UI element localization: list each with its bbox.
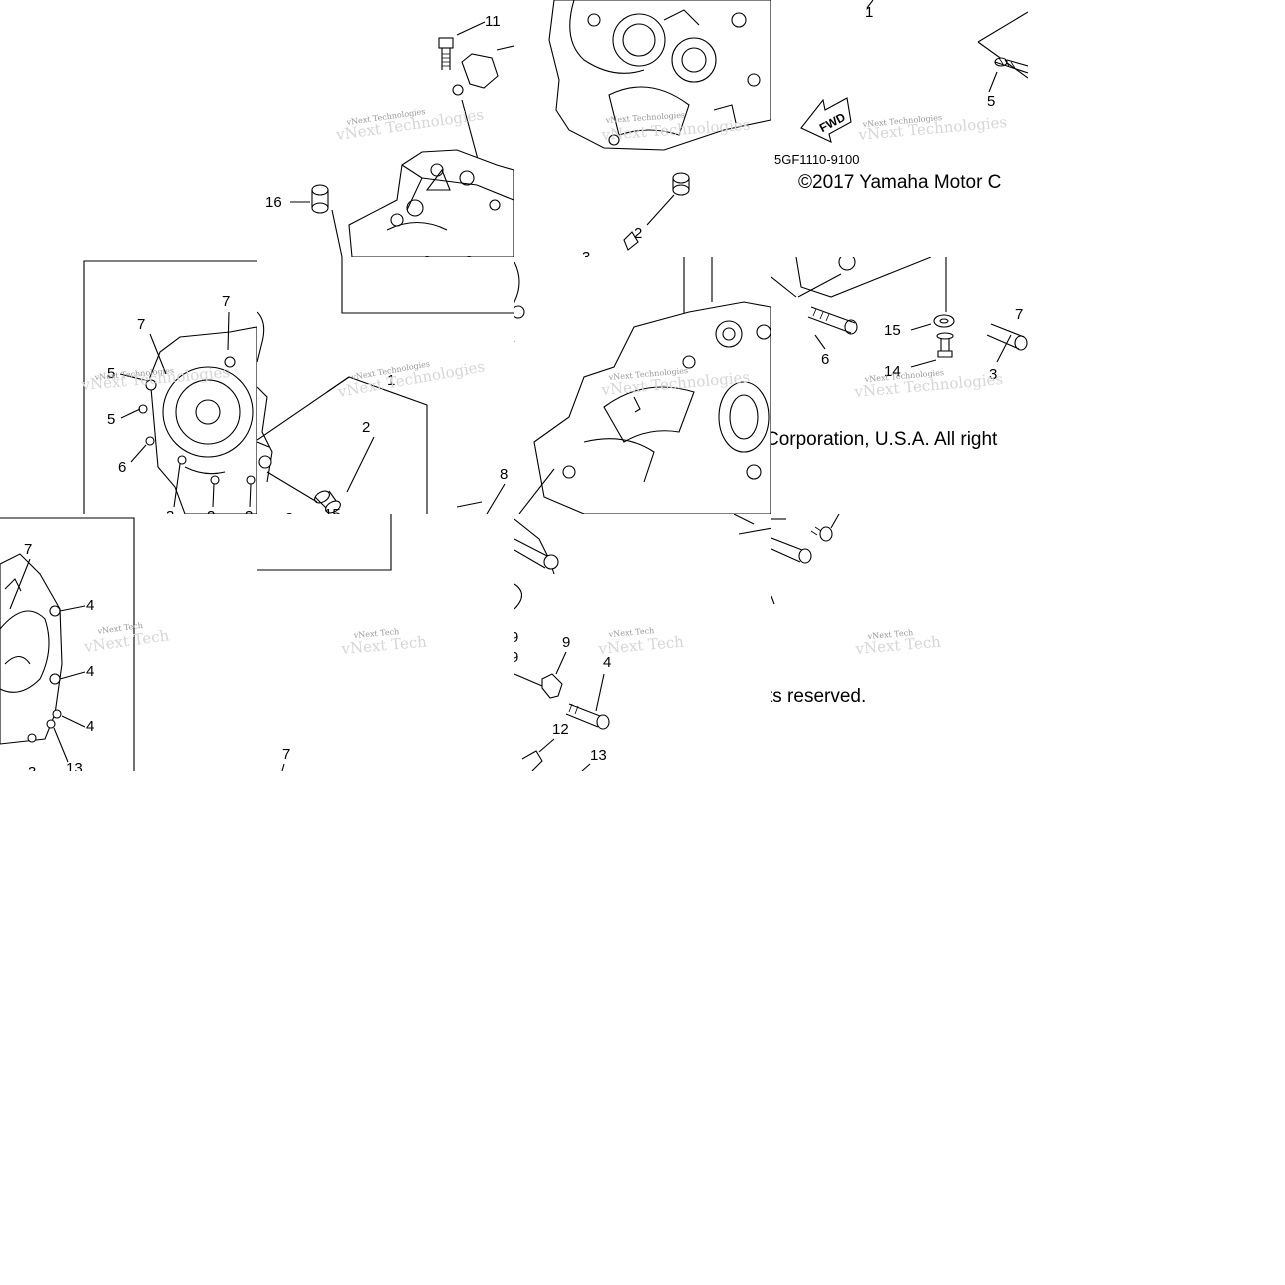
crankcase-half-outline <box>548 0 771 151</box>
watermark: vNext Tech <box>352 627 399 640</box>
callout-3b: 3 <box>207 508 215 514</box>
bolt-icon <box>936 332 954 358</box>
callout-15: 15 <box>324 506 341 514</box>
washer-icon <box>933 314 955 328</box>
callout-3a: 3 <box>423 253 431 257</box>
callout-13: 13 <box>590 747 607 764</box>
copyright-text-part3: ts reserved. <box>771 686 866 707</box>
callout-3: 3 <box>989 366 997 383</box>
callout-13: 13 <box>66 760 83 771</box>
callout-5: 5 <box>987 93 995 110</box>
callout-7: 7 <box>1015 306 1023 323</box>
bracket-icon <box>452 53 499 96</box>
dowel-pin-icon <box>672 172 690 196</box>
callout-7: 7 <box>24 541 32 558</box>
dowel-pin-icon <box>314 490 341 514</box>
diagram-tile-cover-left: 7 7 10 5 5 6 3 3 3 vNext Technologies vN… <box>0 257 257 514</box>
callout-4a: 4 <box>86 597 94 614</box>
bolt-icon <box>986 323 1028 351</box>
diagram-tile-info-top-right: 1 5 FWD vNext Technologies vNext Technol… <box>771 0 1028 257</box>
diagram-tile-bolts-right: 6 15 14 3 7 vNext Technologies <box>771 257 1028 514</box>
callout-4: 4 <box>603 654 611 671</box>
fwd-arrow-icon: FWD <box>800 97 852 143</box>
callout-7a: 7 <box>222 293 230 310</box>
callout-1: 1 <box>865 4 873 21</box>
callout-2: 2 <box>634 225 642 242</box>
watermark: vNext Tech <box>607 626 654 639</box>
clamp-icon <box>541 673 563 699</box>
callout-5a: 5 <box>107 365 115 382</box>
callout-2: 2 <box>362 419 370 436</box>
callout-8: 8 <box>500 466 508 483</box>
diagram-tile-crankcase-center: vNext Technologies vNext Technologies <box>514 257 771 514</box>
callout-12: 12 <box>552 721 569 738</box>
bolt-icon <box>438 37 454 70</box>
copyright-text-part2: Corporation, U.S.A. All right <box>771 429 998 450</box>
clip-icon <box>521 750 543 771</box>
callout-9b: 9 <box>514 649 518 666</box>
cover-outline <box>0 553 63 745</box>
callout-11: 11 <box>485 13 501 30</box>
diagram-tile-cover-center: 1 2 3 15 8 vNext Technologies vNext Tech… <box>257 257 514 514</box>
callout-3a: 3 <box>166 508 174 514</box>
crankcase-outline <box>348 149 514 257</box>
dowel-pin-icon <box>311 184 329 214</box>
copyright-text-part1: ©2017 Yamaha Motor C <box>798 172 1001 193</box>
callout-4c: 4 <box>86 718 94 735</box>
callout-16: 16 <box>265 194 282 211</box>
bolt-icon <box>994 57 1028 74</box>
diagram-tile-info-lower-right: vNext Tech vNext Tech ts reserved. <box>771 514 1028 771</box>
callout-1: 1 <box>387 372 395 389</box>
bolt-icon <box>810 514 840 542</box>
callout-5b: 5 <box>107 411 115 428</box>
callout-3: 3 <box>582 249 590 257</box>
callout-9a: 9 <box>514 629 518 646</box>
diagram-tile-bolts-lower: vNext Tech vNext Tech 9 9 9 4 12 13 <box>514 514 771 771</box>
callout-3c: 3 <box>245 508 253 514</box>
callout-4b: 4 <box>86 663 94 680</box>
cover-outline <box>138 326 257 514</box>
callout-14: 14 <box>884 363 901 380</box>
diagram-tile-cover-lower: 7 4 4 4 13 3 vNext Tech vNext Tech <box>0 514 257 771</box>
diagram-tile-crankcase-top-left: 11 16 <box>257 0 514 257</box>
crankcase-half-outline <box>518 301 771 514</box>
callout-7b: 7 <box>137 316 145 333</box>
callout-3: 3 <box>285 510 293 514</box>
callout-9c: 9 <box>562 634 570 651</box>
diagram-tile-lower-center: vNext Tech vNext Tech 7 <box>257 514 514 771</box>
part-code: 5GF1110-9100 <box>774 152 860 167</box>
bolt-icon <box>771 537 812 564</box>
callout-3b: 3 <box>465 253 473 257</box>
callout-15: 15 <box>884 322 901 339</box>
callout-7: 7 <box>282 746 290 763</box>
callout-3: 3 <box>28 764 36 771</box>
watermark: vNext Tech <box>866 628 913 641</box>
callout-6: 6 <box>821 351 829 368</box>
bolt-icon <box>807 306 858 335</box>
callout-6: 6 <box>118 459 126 476</box>
diagram-tile-crankcase-top-center: vNext Technologies vNext Technologies 2 … <box>514 0 771 257</box>
bolt-icon <box>565 703 610 730</box>
bolt-icon <box>514 538 559 570</box>
